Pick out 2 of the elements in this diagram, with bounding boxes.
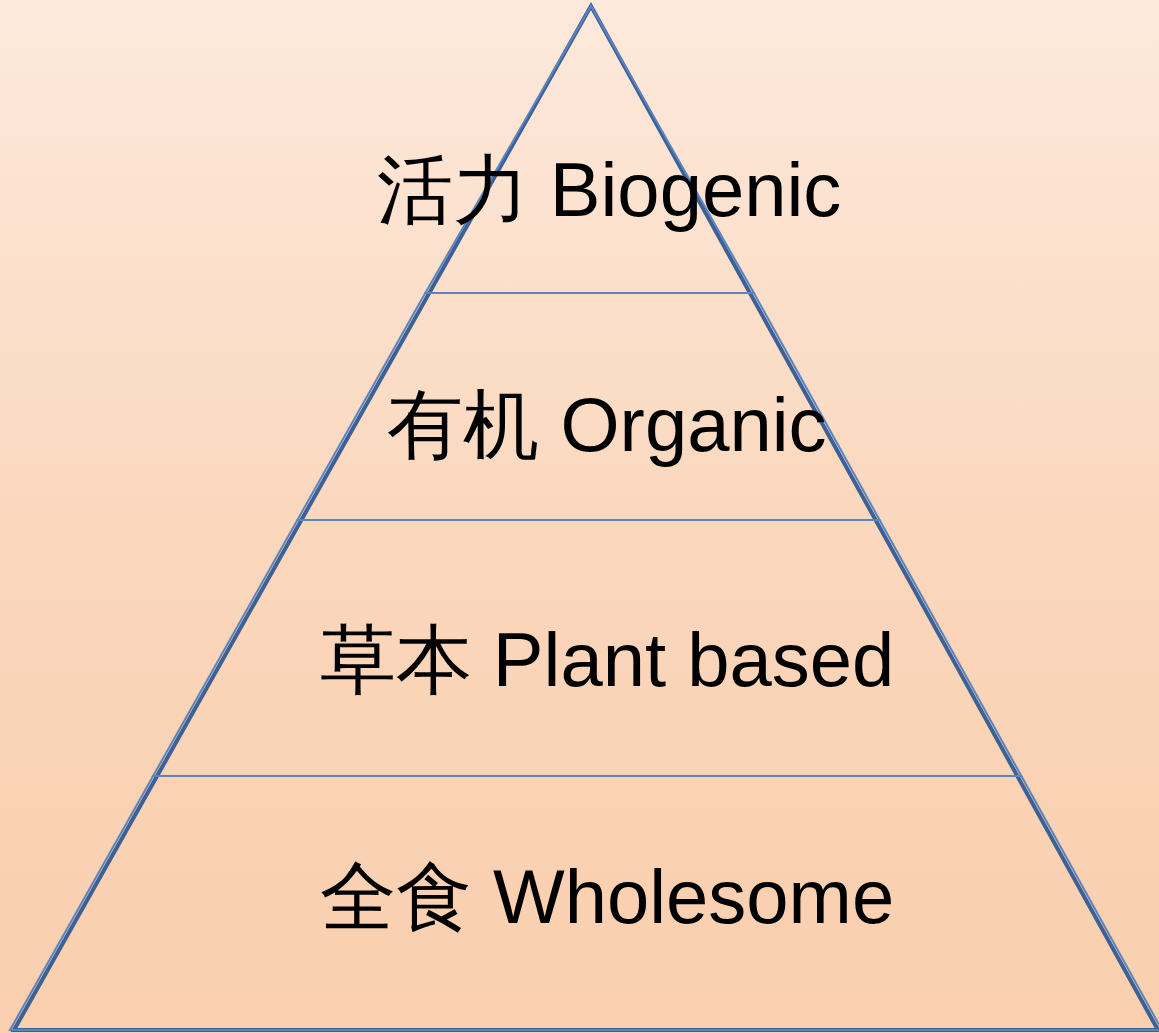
tier-label: 草本 Plant based	[319, 622, 895, 698]
tier-label: 全食 Wholesome	[319, 859, 895, 935]
